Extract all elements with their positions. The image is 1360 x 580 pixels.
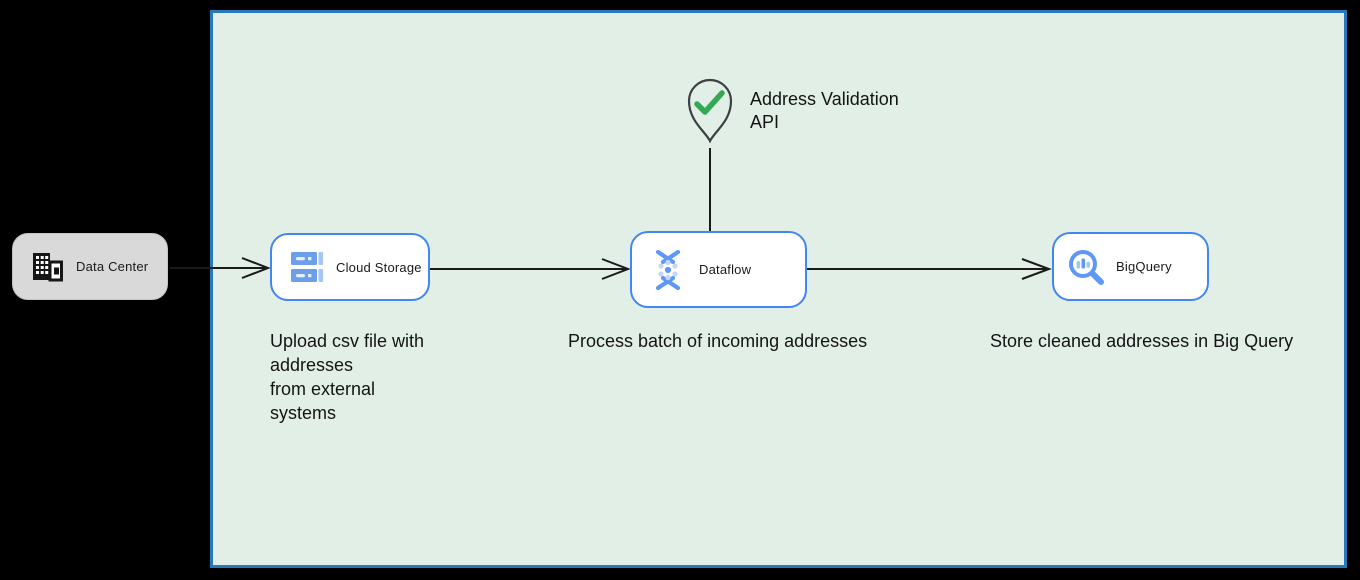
location-pin-icon <box>687 78 733 144</box>
node-label: Dataflow <box>699 262 752 277</box>
magnifier-barchart-icon <box>1066 247 1106 287</box>
checkmark-icon <box>694 90 725 115</box>
storage-buckets-icon <box>291 251 323 284</box>
node-dataflow[interactable]: Dataflow <box>630 231 807 308</box>
node-label: Data Center <box>76 259 149 274</box>
dataflow-icon <box>649 248 687 292</box>
node-label: BigQuery <box>1116 259 1172 274</box>
node-bigquery[interactable]: BigQuery <box>1052 232 1209 301</box>
node-cloud-storage[interactable]: Cloud Storage <box>270 233 430 301</box>
node-label: Cloud Storage <box>336 259 422 275</box>
address-validation-pin[interactable] <box>685 76 735 146</box>
building-icon <box>30 251 64 282</box>
caption-bigquery: Store cleaned addresses in Big Query <box>990 331 1294 351</box>
annotation-label: Address Validation API <box>750 89 899 132</box>
caption-cloud-storage: Upload csv file with addresses from exte… <box>270 331 425 423</box>
node-data-center[interactable]: Data Center <box>12 233 168 300</box>
caption-dataflow: Process batch of incoming addresses <box>568 331 868 351</box>
